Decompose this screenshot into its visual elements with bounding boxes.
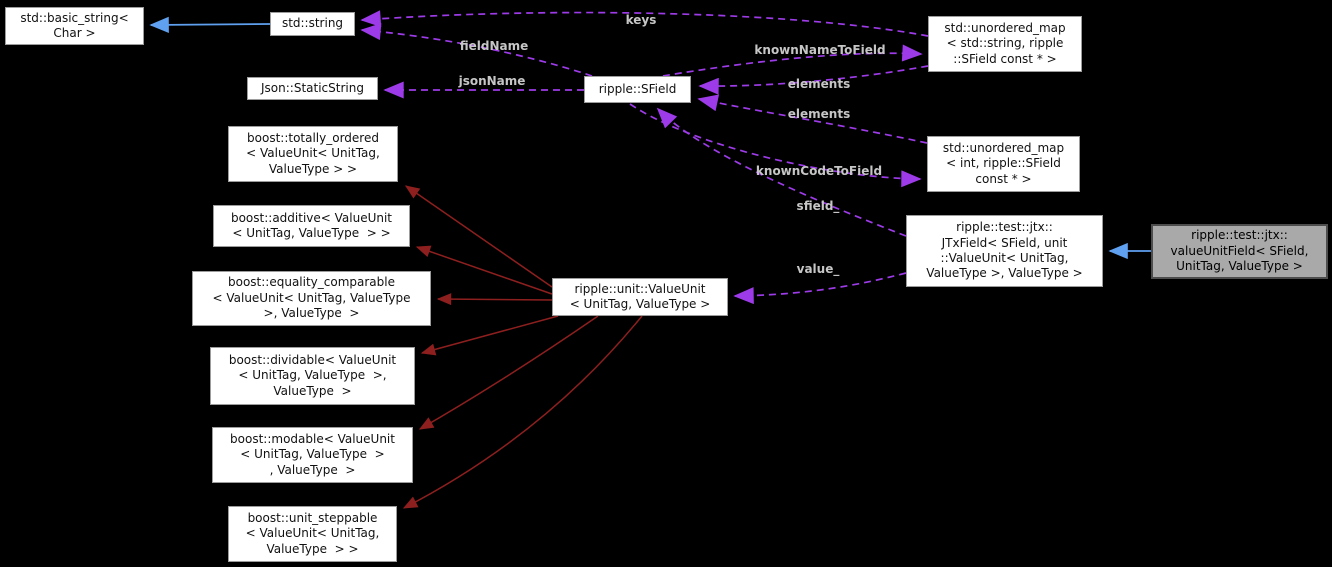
edge-knowncodetofield: [629, 103, 922, 188]
edge-label-elements-lower: elements: [787, 107, 851, 121]
edge-vu-to-additive: [415, 245, 553, 295]
node-boost-dividable-line: ValueType >: [273, 383, 352, 398]
node-jtxfield-line: ripple::test::jtx::: [956, 220, 1053, 235]
node-boost-unit-steppable-line: boost::unit_steppable: [247, 510, 378, 525]
node-map-int-sfield-line: < int, ripple::SField: [946, 156, 1061, 171]
node-map-int-sfield-line: std::unordered_map: [942, 140, 1065, 155]
node-map-string-sfield-line: ::SField const * >: [953, 51, 1057, 66]
node-ripple-sfield-line: ripple::SField: [598, 81, 677, 96]
node-boost-totally-ordered-line: < ValueUnit< UnitTag,: [246, 146, 380, 161]
edge-string-to-basic-string: [149, 16, 271, 33]
edge-vu-to-unit-steppable: [402, 315, 643, 509]
edge-label-value-member: value_: [796, 262, 840, 276]
node-jtxfield-line: ::ValueUnit< UnitTag,: [940, 251, 1069, 265]
edge-label-fieldname: fieldName: [459, 39, 529, 53]
node-boost-additive[interactable]: boost::additive< ValueUnit< UnitTag, Val…: [213, 205, 410, 247]
node-std-string-line: std::string: [281, 16, 344, 31]
node-value-unit-field-line: UnitTag, ValueType >: [1176, 259, 1303, 274]
node-map-string-sfield-line: std::unordered_map: [944, 20, 1066, 35]
node-map-string-sfield[interactable]: std::unordered_map< std::string, ripple:…: [928, 16, 1082, 72]
node-boost-totally-ordered[interactable]: boost::totally_ordered< ValueUnit< UnitT…: [228, 126, 398, 182]
node-boost-unit-steppable[interactable]: boost::unit_steppable< ValueUnit< UnitTa…: [228, 506, 397, 562]
node-boost-modable-line: , ValueType >: [269, 462, 356, 477]
node-json-static-string[interactable]: Json::StaticString: [247, 77, 378, 100]
edge-sfield-member: [656, 107, 907, 237]
node-jtxfield-line: JTxField< SField, unit: [941, 235, 1068, 250]
edge-label-sfield-member: sfield_: [796, 199, 840, 213]
node-boost-equality-comparable-line: >, ValueType >: [263, 306, 360, 321]
edge-label-elements-upper: elements: [787, 77, 851, 91]
node-json-static-string-line: Json::StaticString: [261, 80, 364, 95]
node-boost-unit-steppable-line: ValueType > >: [266, 541, 359, 556]
node-boost-additive-line: boost::additive< ValueUnit: [230, 210, 393, 225]
node-boost-modable[interactable]: boost::modable< ValueUnit< UnitTag, Valu…: [212, 427, 413, 483]
edge-label-knownnametofield: knownNameToField: [754, 43, 886, 57]
node-boost-dividable-line: < UnitTag, ValueType >,: [238, 368, 387, 383]
node-value-unit[interactable]: ripple::unit::ValueUnit< UnitTag, ValueT…: [552, 278, 728, 316]
node-boost-equality-comparable-line: < ValueUnit< UnitTag, ValueType: [212, 290, 411, 305]
edge-label-keys: keys: [625, 13, 657, 27]
node-boost-totally-ordered-line: ValueType > >: [268, 161, 358, 176]
node-value-unit-field-line: ripple::test::jtx::: [1191, 228, 1288, 243]
edge-label-jsonname: jsonName: [458, 74, 526, 88]
edge-elements-upper: [698, 65, 929, 95]
node-map-string-sfield-line: < std::string, ripple: [946, 36, 1064, 51]
edge-keys: [360, 10, 929, 37]
node-std-string[interactable]: std::string: [270, 12, 355, 36]
node-jtxfield-line: ValueType >, ValueType >: [926, 266, 1083, 281]
node-std-basic-string[interactable]: std::basic_string<Char >: [5, 7, 144, 45]
edge-fieldname: [360, 23, 593, 77]
node-std-basic-string-line: std::basic_string<: [20, 10, 129, 25]
node-value-unit-field-line: valueUnitField< SField,: [1170, 243, 1309, 258]
node-std-basic-string-line: Char >: [53, 26, 96, 40]
node-value-unit-line: < UnitTag, ValueType >: [569, 297, 711, 311]
node-boost-equality-comparable[interactable]: boost::equality_comparable< ValueUnit< U…: [192, 271, 431, 326]
node-boost-modable-line: boost::modable< ValueUnit: [230, 431, 395, 446]
node-jtxfield[interactable]: ripple::test::jtx::JTxField< SField, uni…: [906, 215, 1103, 287]
edge-label-knowncodetofield: knownCodeToField: [755, 164, 883, 178]
node-ripple-sfield[interactable]: ripple::SField: [584, 76, 691, 103]
node-value-unit-line: ripple::unit::ValueUnit: [574, 281, 706, 296]
edge-vu-to-totally-ordered: [405, 185, 553, 288]
node-map-int-sfield-line: const * >: [975, 171, 1032, 186]
node-boost-modable-line: < UnitTag, ValueType >: [240, 447, 385, 462]
edge-vu-to-dividable: [420, 315, 559, 356]
edge-vu-to-modable: [418, 315, 599, 430]
node-value-unit-field[interactable]: ripple::test::jtx::valueUnitField< SFiel…: [1151, 224, 1328, 279]
node-boost-dividable-line: boost::dividable< ValueUnit: [228, 352, 397, 367]
edge-elements-lower: [697, 94, 928, 144]
node-boost-dividable[interactable]: boost::dividable< ValueUnit< UnitTag, Va…: [210, 347, 415, 405]
node-boost-totally-ordered-line: boost::totally_ordered: [247, 130, 379, 145]
node-boost-equality-comparable-line: boost::equality_comparable: [228, 275, 395, 290]
node-boost-unit-steppable-line: < ValueUnit< UnitTag,: [245, 526, 380, 541]
edge-vu-to-equality: [436, 293, 553, 306]
edge-knownnametofield: [662, 44, 923, 77]
edge-value-member: [733, 272, 907, 305]
node-boost-additive-line: < UnitTag, ValueType > >: [232, 226, 391, 240]
